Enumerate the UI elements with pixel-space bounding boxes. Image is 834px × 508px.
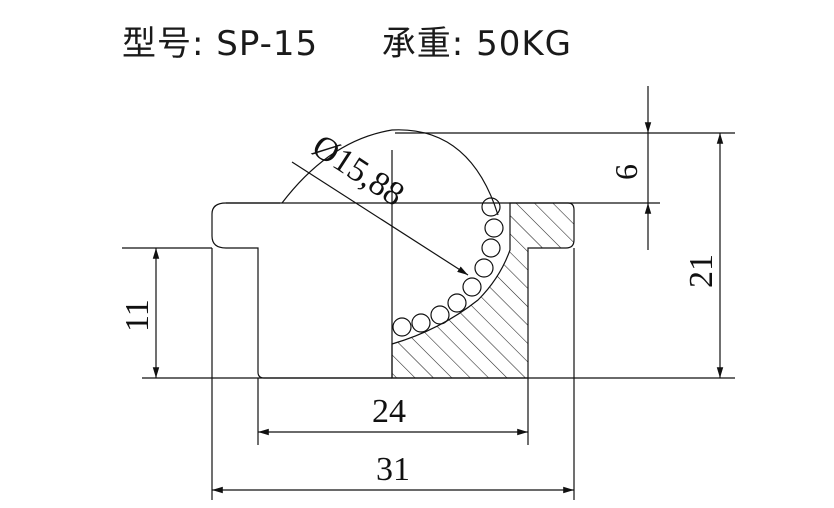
dim-body-width: 24 xyxy=(372,393,406,430)
load-value: 50KG xyxy=(476,24,572,64)
dim-total-height: 21 xyxy=(683,254,720,288)
load-label: 承重: xyxy=(381,24,465,64)
flange-outline xyxy=(211,202,392,379)
dim-flange-width: 31 xyxy=(376,451,410,488)
spec-title: 型号: SP-15 承重: 50KG xyxy=(122,16,572,65)
ball-outline xyxy=(281,129,499,216)
dim-body-height: 11 xyxy=(119,299,156,332)
bearing-balls xyxy=(392,197,504,337)
hatched-section xyxy=(391,202,575,379)
dim-ball-diameter: Ø15,88 xyxy=(306,128,411,214)
model-value: SP-15 xyxy=(216,24,319,64)
diameter-leader xyxy=(291,161,469,276)
dim-protrusion: 6 xyxy=(608,164,644,180)
model-label: 型号: xyxy=(122,24,205,64)
